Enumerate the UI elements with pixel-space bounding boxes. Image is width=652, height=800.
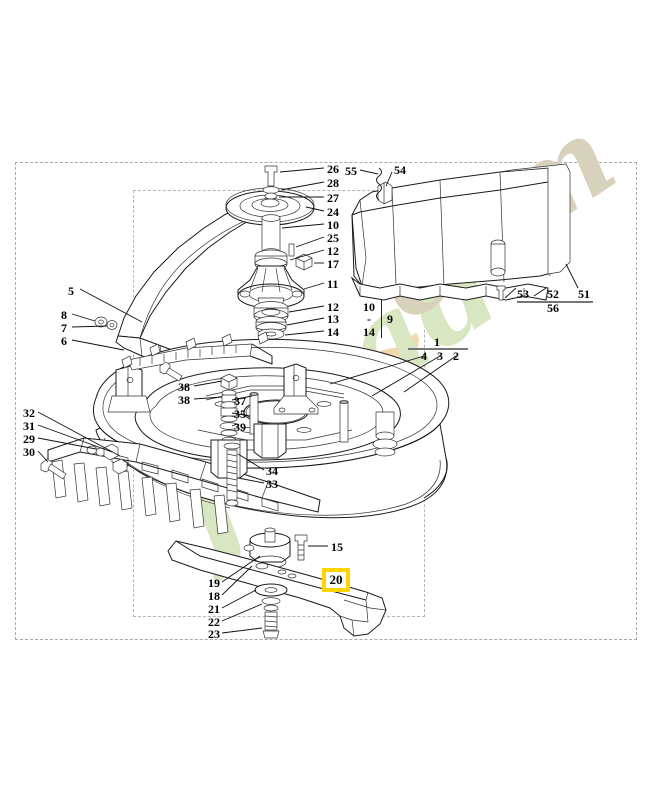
callout-12-upper[interactable]: 12	[327, 244, 339, 258]
callout-14[interactable]: 14	[327, 325, 339, 339]
highlighted-callout-20[interactable]: 20	[322, 568, 350, 592]
callout-32[interactable]: 32	[23, 406, 35, 420]
callout-15[interactable]: 15	[331, 540, 343, 554]
callout-38-b[interactable]: 38	[178, 393, 190, 407]
callout-51[interactable]: 51	[578, 287, 590, 301]
drive-pulley	[225, 187, 315, 226]
callout-31[interactable]: 31	[23, 419, 35, 433]
pulley-fastener-stack	[262, 165, 280, 200]
callout-27[interactable]: 27	[327, 191, 339, 205]
callout-13[interactable]: 13	[327, 312, 339, 326]
diagram-inner-frame	[133, 190, 425, 617]
callout-group-10[interactable]: 10	[363, 300, 375, 314]
deck-edge-clips	[121, 331, 269, 369]
watermark-segment-3: ad	[314, 215, 524, 420]
callout-28[interactable]: 28	[327, 176, 339, 190]
screw-33	[223, 442, 241, 507]
callout-5[interactable]: 5	[68, 284, 74, 298]
callout-18[interactable]: 18	[208, 589, 220, 603]
screw-53	[496, 285, 506, 301]
screw-15	[294, 534, 308, 561]
callout-34[interactable]: 34	[266, 464, 278, 478]
callout-55[interactable]: 55	[345, 164, 357, 178]
washers-7-8	[94, 316, 118, 330]
callout-21[interactable]: 21	[208, 602, 220, 616]
callout-35[interactable]: 35	[234, 407, 246, 421]
screw-30	[40, 458, 67, 480]
callout-4[interactable]: 4	[421, 349, 427, 363]
blade-spindle-assembly	[237, 214, 313, 340]
leader-lines	[37, 167, 579, 634]
callout-23[interactable]: 23	[208, 627, 220, 641]
callout-24[interactable]: 24	[327, 205, 339, 219]
callout-17[interactable]: 17	[327, 257, 339, 271]
belt-cover-arm	[115, 203, 263, 367]
deck-lift-bracket	[273, 363, 319, 415]
watermark-segment-4: com	[348, 91, 638, 347]
callout-56[interactable]: 56	[547, 301, 559, 315]
rear-deck-guard	[47, 437, 321, 535]
callout-8[interactable]: 8	[61, 308, 67, 322]
callout-53[interactable]: 53	[517, 287, 529, 301]
callout-29[interactable]: 29	[23, 432, 35, 446]
callout-10[interactable]: 10	[327, 218, 339, 232]
callout-11[interactable]: 11	[327, 277, 339, 291]
callout-7[interactable]: 7	[61, 321, 67, 335]
discharge-chute	[350, 163, 571, 301]
screw-deck-left	[159, 361, 183, 382]
watermark-segment-2: rz	[278, 292, 466, 483]
callout-33[interactable]: 33	[266, 477, 278, 491]
callout-1[interactable]: 1	[434, 335, 440, 349]
callout-54[interactable]: 54	[394, 163, 406, 177]
guard-fastener-stack	[86, 443, 128, 475]
mower-deck	[92, 338, 450, 519]
callout-9[interactable]: 9	[387, 312, 393, 326]
callout-6[interactable]: 6	[61, 334, 67, 348]
cutting-blade	[167, 540, 387, 637]
blade-hub	[243, 527, 291, 569]
callout-12-lower[interactable]: 12	[327, 300, 339, 314]
group-rule-56	[517, 301, 593, 303]
callout-39[interactable]: 39	[234, 420, 246, 434]
callout-3[interactable]: 3	[437, 349, 443, 363]
callout-52[interactable]: 52	[547, 287, 559, 301]
callout-37[interactable]: 37	[234, 394, 246, 408]
blade-fastener-stack	[254, 583, 288, 639]
callout-25[interactable]: 25	[327, 231, 339, 245]
callout-group-dash: -	[367, 312, 371, 326]
callout-2[interactable]: 2	[453, 349, 459, 363]
group-bracket-9	[381, 300, 382, 338]
deck-left-bracket	[107, 365, 151, 413]
callout-19[interactable]: 19	[208, 576, 220, 590]
callout-group-14[interactable]: 14	[363, 325, 375, 339]
callout-30[interactable]: 30	[23, 445, 35, 459]
deck-rib-bar	[127, 343, 273, 371]
callout-38-a[interactable]: 38	[178, 380, 190, 394]
callout-26[interactable]: 26	[327, 162, 339, 176]
